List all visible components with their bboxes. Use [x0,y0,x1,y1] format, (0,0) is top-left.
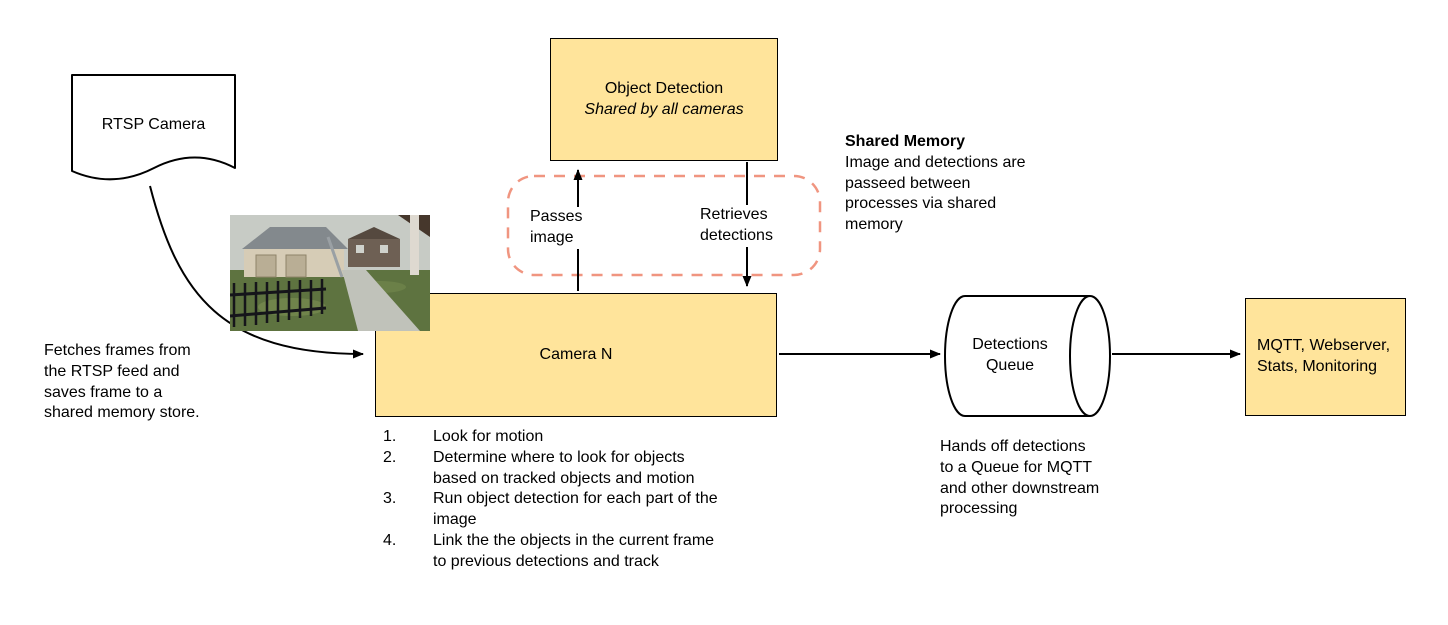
camera-snapshot-art [230,215,430,331]
camera-step: 4. Link the the objects in the current f… [383,531,733,573]
camera-step: 1. Look for motion [383,427,733,448]
passes-image-label: Passes image [530,207,594,249]
shared-memory-note: Shared Memory Image and detections are p… [845,132,1037,236]
mqtt-outputs-node: MQTT, Webserver, Stats, Monitoring [1245,298,1406,416]
retrieves-detections-label: Retrieves detections [700,205,784,247]
mqtt-outputs-label: MQTT, Webserver, Stats, Monitoring [1257,337,1391,375]
shared-memory-dashed-boundary [506,174,822,277]
detections-queue-label: Detections Queue [955,296,1065,416]
step-number: 3. [383,490,397,508]
step-text: Link the the objects in the current fram… [433,531,715,570]
queue-cylinder-shape [944,295,1111,417]
camera-snapshot-image [230,215,430,331]
camera-steps-list: 1. Look for motion 2. Determine where to… [383,427,733,573]
step-number: 4. [383,531,397,549]
camera-n-node: Camera N [375,293,777,417]
camera-n-label: Camera N [539,345,613,363]
step-text: Determine where to look for objects base… [433,448,695,487]
object-detection-node: Object Detection Shared by all cameras [550,38,778,161]
camera-step: 2. Determine where to look for objects b… [383,448,733,490]
shared-memory-title: Shared Memory [845,133,966,150]
step-text: Look for motion [433,428,544,445]
step-text: Run object detection for each part of th… [433,490,718,529]
rtsp-to-camera-arrow [149,185,364,359]
camera-step: 3. Run object detection for each part of… [383,489,733,531]
shared-memory-body: Image and detections are passeed between… [845,153,1026,234]
detections-queue-label-text: Detections Queue [972,336,1048,374]
rtsp-camera-node-label: RTSP Camera [101,115,206,133]
object-detection-subtitle: Shared by all cameras [584,100,744,118]
fetch-frames-note: Fetches frames from the RTSP feed and sa… [44,342,200,422]
step-number: 1. [383,428,397,445]
object-detection-title: Object Detection [604,79,724,97]
step-number: 2. [383,448,397,466]
rtsp-document-shape [71,74,236,181]
queue-handoff-note: Hands off detections to a Queue for MQTT… [940,438,1100,518]
